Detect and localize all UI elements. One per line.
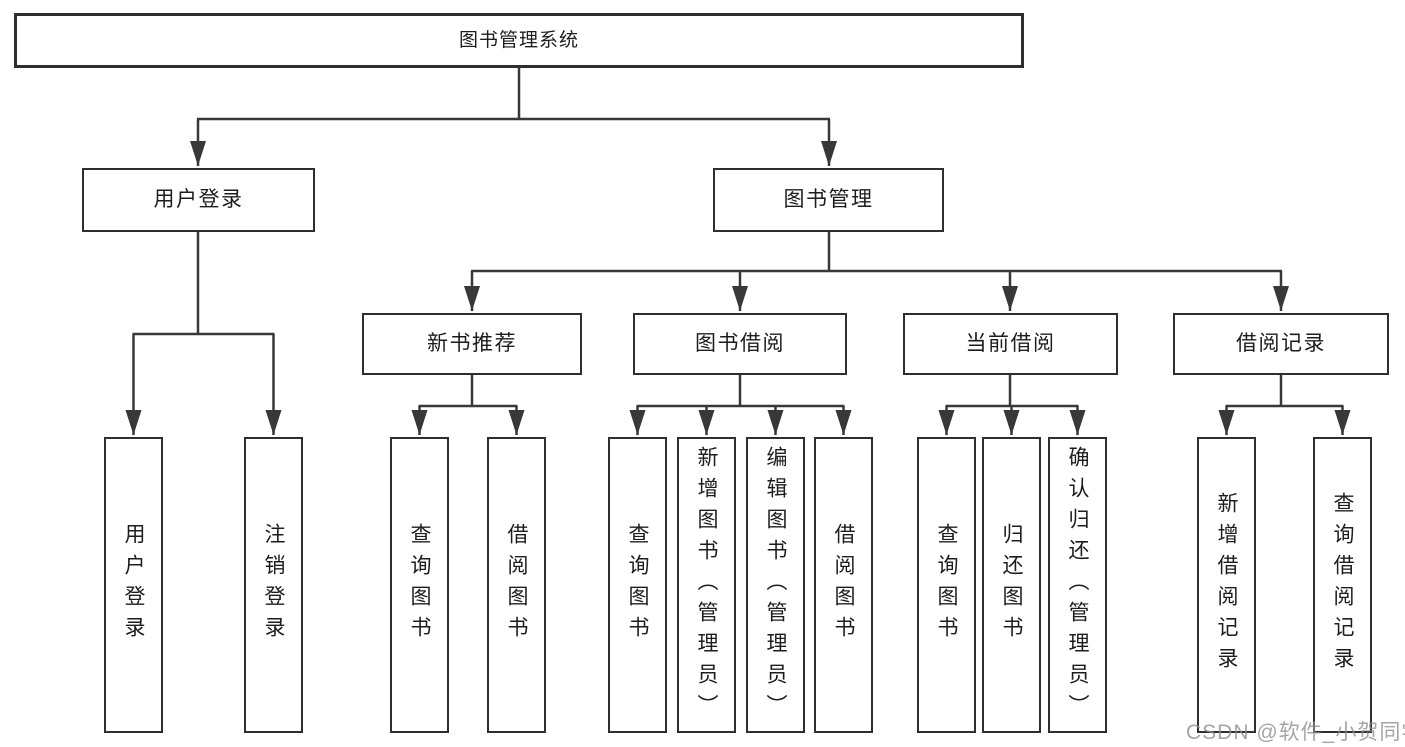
node-book-borrowing: 图书借阅 (633, 313, 847, 375)
leaf-query-books-current: 查询图书 (917, 437, 976, 733)
csdn-watermark: CSDN @软件_小贺同学 (1186, 721, 1405, 744)
leaf-borrow-books-recommend: 借阅图书 (487, 437, 546, 733)
leaf-borrow-books: 借阅图书 (814, 437, 873, 733)
leaf-query-books-recommend: 查询图书 (390, 437, 449, 733)
leaf-confirm-return-admin: 确认归还（管理员） (1048, 437, 1107, 733)
leaf-add-borrow-record: 新增借阅记录 (1197, 437, 1256, 733)
node-book-management: 图书管理 (713, 168, 944, 232)
node-user-login: 用户登录 (82, 168, 315, 232)
node-current-borrowing: 当前借阅 (903, 313, 1118, 375)
leaf-logout: 注销登录 (244, 437, 303, 733)
leaf-edit-book-admin: 编辑图书（管理员） (746, 437, 805, 733)
leaf-return-book: 归还图书 (982, 437, 1041, 733)
leaf-user-login: 用户登录 (104, 437, 163, 733)
node-borrow-records: 借阅记录 (1173, 313, 1389, 375)
node-library-system: 图书管理系统 (14, 13, 1024, 68)
leaf-add-book-admin: 新增图书（管理员） (677, 437, 736, 733)
node-new-book-recommend: 新书推荐 (362, 313, 582, 375)
leaf-query-books-borrowing: 查询图书 (608, 437, 667, 733)
leaf-query-borrow-record: 查询借阅记录 (1313, 437, 1372, 733)
